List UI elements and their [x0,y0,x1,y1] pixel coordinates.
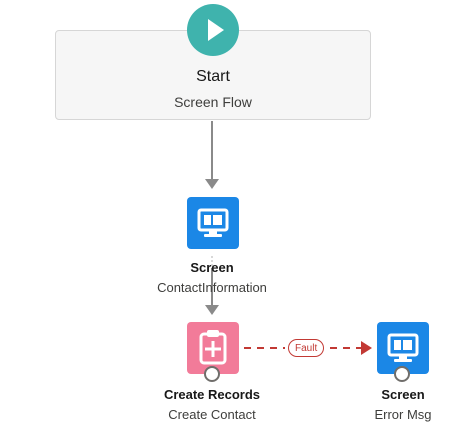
create-records-icon[interactable] [187,322,239,374]
start-title: Start [196,68,230,85]
screen-icon[interactable] [377,322,429,374]
element-name-label: ContactInformation [157,280,267,295]
element-type-label: Create Records [163,387,261,402]
play-icon[interactable] [187,4,239,56]
fault-badge[interactable]: Fault [288,339,325,357]
connector-start-to-screen[interactable] [205,121,219,189]
element-name-label: Create Contact [168,407,256,422]
element-name-label: Error Msg [374,407,432,422]
element-handle[interactable] [394,366,410,382]
element-type-label: Screen [190,260,234,275]
element-type-label: Screen [381,387,425,402]
start-subtitle: Screen Flow [174,94,252,110]
screen-icon[interactable] [187,197,239,249]
fault-path-handle[interactable] [204,366,220,382]
